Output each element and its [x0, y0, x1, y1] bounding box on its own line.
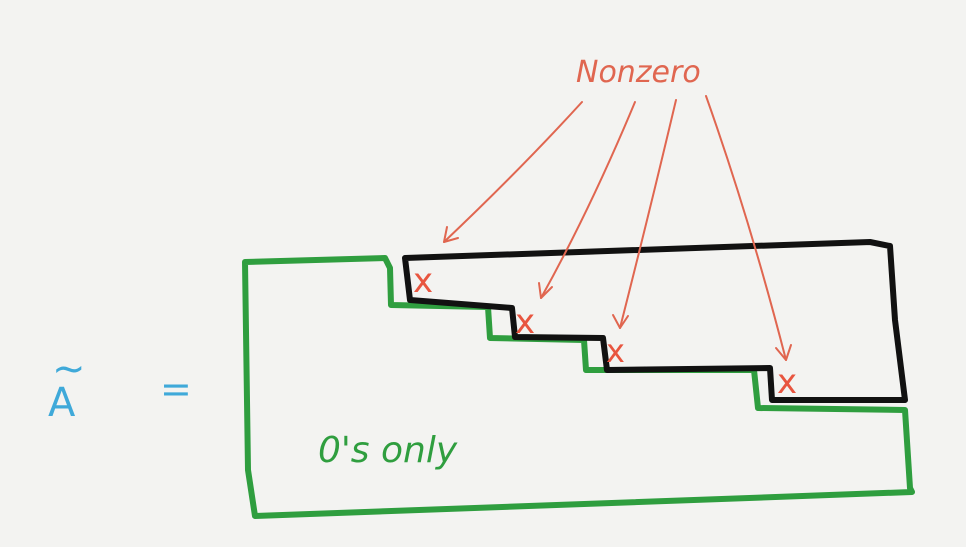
nonzero-region-outline: [402, 239, 908, 403]
pivot-mark-3: x: [606, 332, 625, 370]
arrow-pivot-1: [443, 101, 583, 243]
arrow-pivot-4: [705, 95, 787, 361]
arrow-pivot-3: [619, 99, 677, 329]
arrow-head-4: [775, 344, 792, 361]
pivot-mark-2: x: [515, 302, 535, 342]
equals-sign: =: [160, 367, 192, 411]
nonzero-annotation: Nonzero: [576, 55, 701, 90]
pivot-mark-4: x: [777, 362, 797, 402]
annotation-arrows: [443, 95, 792, 361]
arrow-head-1: [443, 226, 459, 243]
zero-region-outline: [242, 255, 915, 519]
pivot-marks: x x x x: [413, 261, 797, 402]
matrix-symbol: A: [48, 380, 76, 426]
arrow-pivot-2: [540, 101, 636, 299]
arrow-head-3: [612, 314, 629, 329]
arrow-head-2: [538, 282, 553, 299]
pivot-mark-1: x: [413, 261, 433, 301]
zeros-only-label: 0's only: [318, 430, 458, 471]
matrix-symbol-group: ~ A =: [48, 346, 192, 426]
matrix-tilde: ~: [52, 346, 86, 392]
